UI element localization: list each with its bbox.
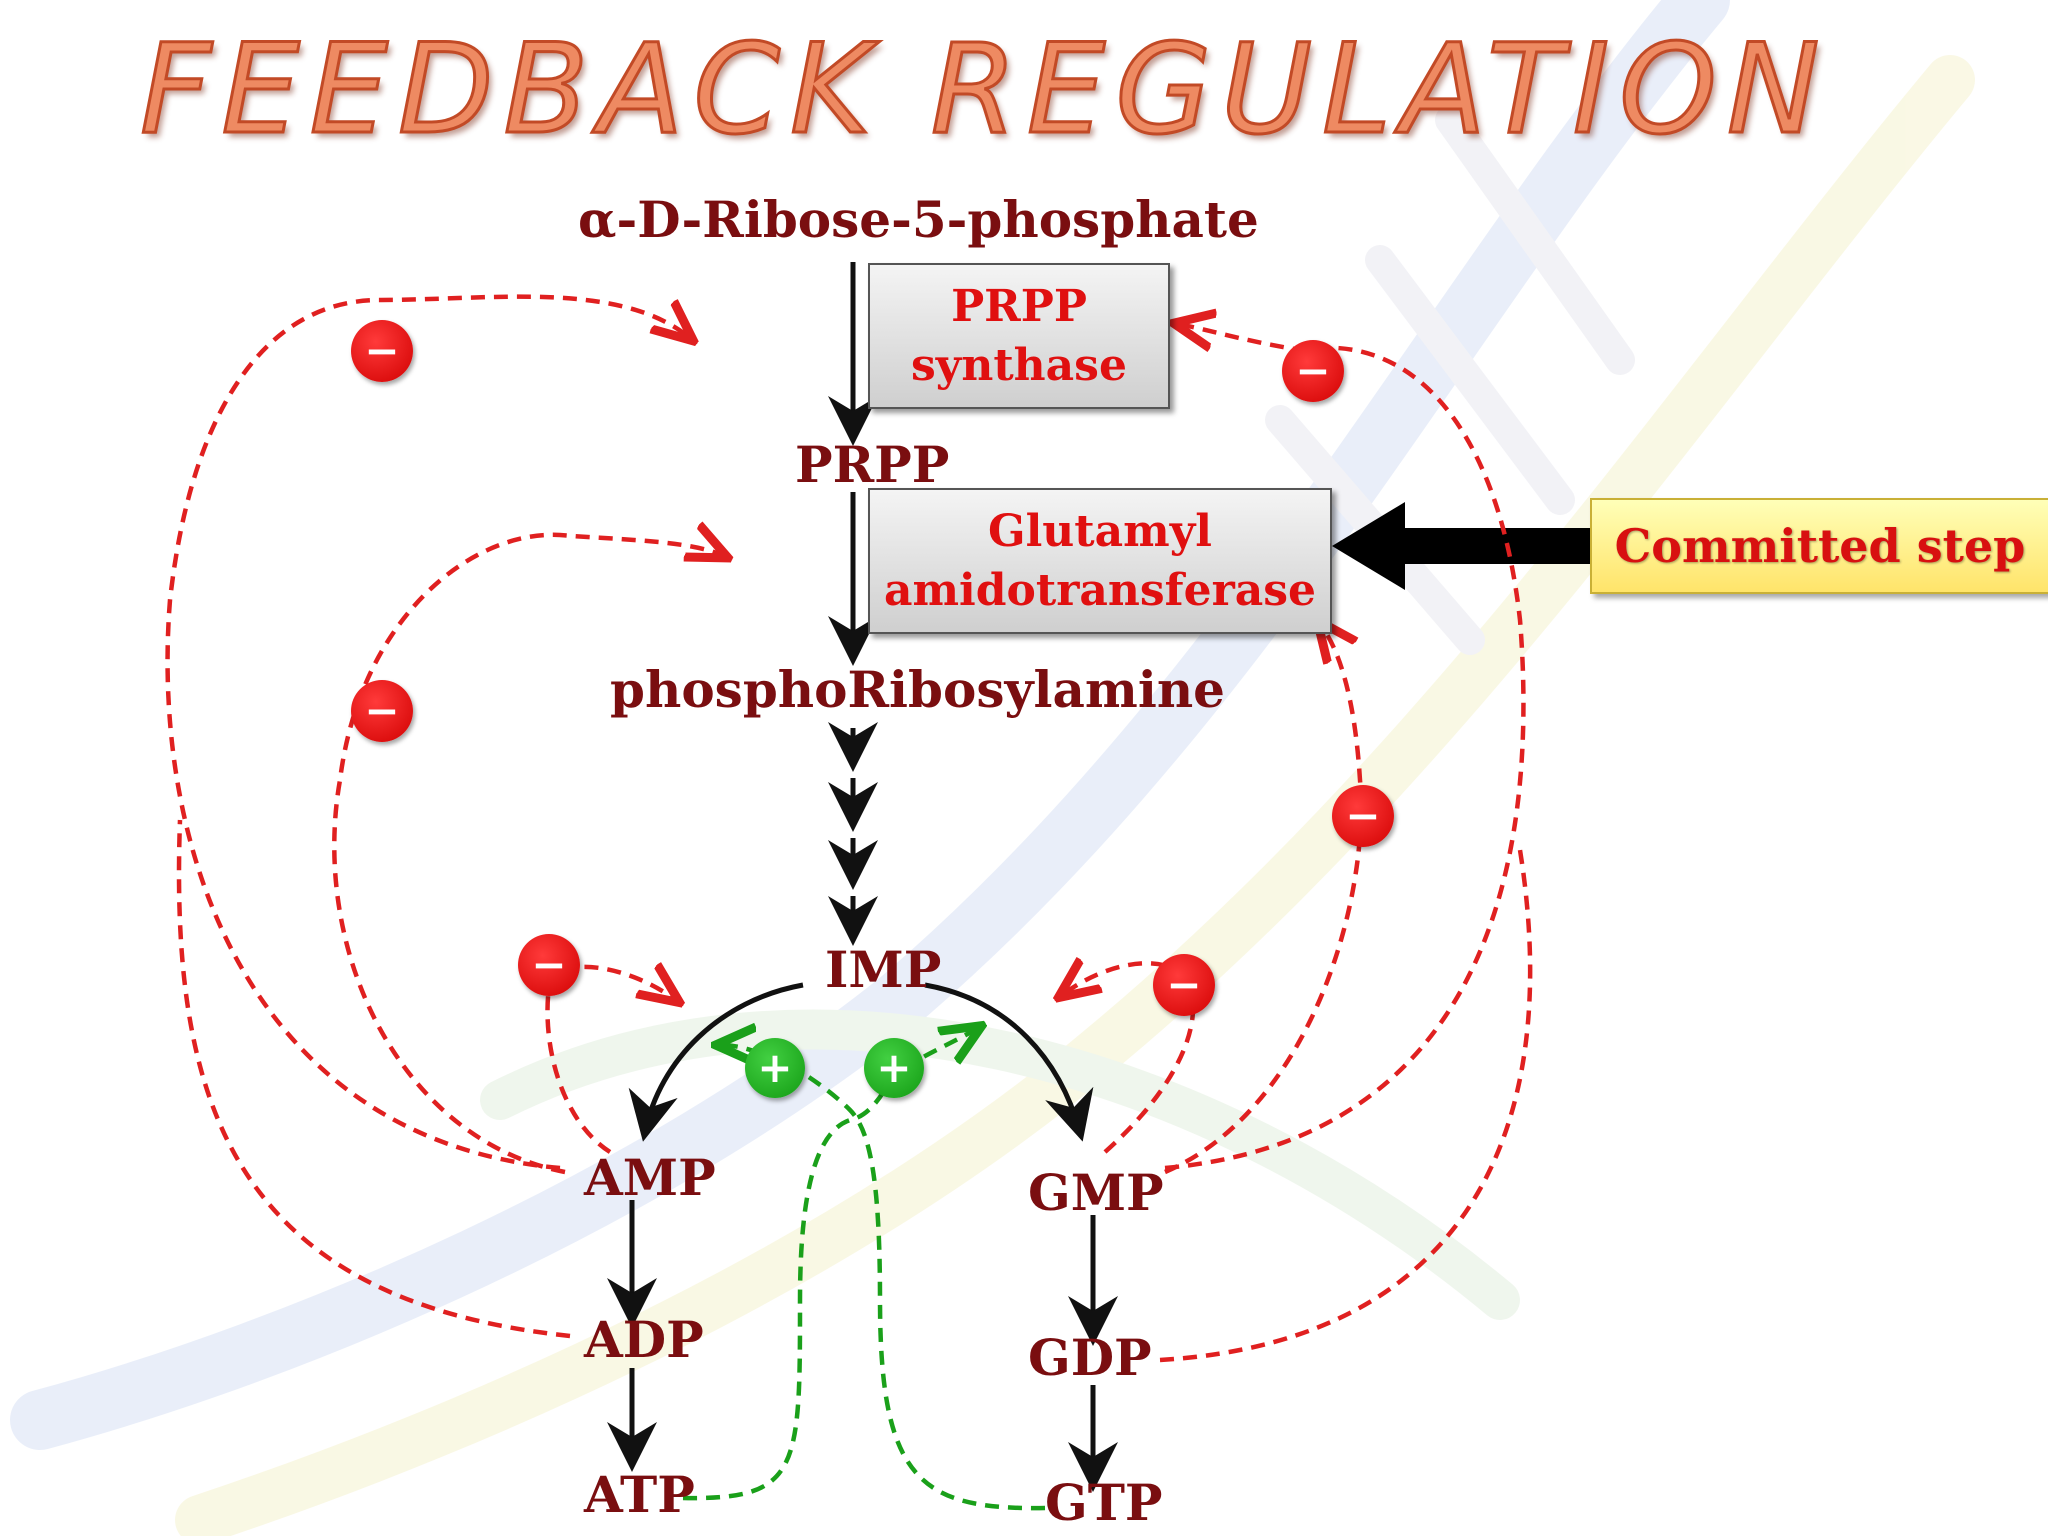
node-prpp: PRPP [795, 435, 950, 494]
loop-gtp-activates-amp [720, 1045, 1046, 1511]
activation-sign-gtp-amp: + [745, 1038, 805, 1098]
node-ribose-5-phosphate: α-D-Ribose-5-phosphate [578, 190, 1259, 249]
loop-amp-prpp-synthase [165, 294, 690, 1171]
node-adp: ADP [584, 1310, 704, 1369]
node-gtp: GTP [1045, 1473, 1163, 1532]
node-phosphoribosylamine: phosphoRibosylamine [610, 660, 1225, 719]
enzyme-prpp-synthase-line2: synthase [911, 340, 1127, 391]
enzyme-glutamyl-line2: amidotransferase [883, 565, 1317, 616]
node-gdp: GDP [1028, 1328, 1152, 1387]
node-gmp: GMP [1028, 1163, 1164, 1222]
loop-adp-left [176, 819, 571, 1339]
inhibition-sign-gmp-imp: − [1153, 954, 1215, 1016]
enzyme-prpp-synthase-line1: PRPP [951, 280, 1087, 332]
node-atp: ATP [584, 1465, 695, 1524]
activation-sign-atp-gmp: + [864, 1038, 924, 1098]
inhibition-sign-amp-glutamyl: − [351, 680, 413, 742]
inhibition-sign-amp-imp: − [518, 934, 580, 996]
inhibition-sign-gmp-glutamyl: − [1332, 785, 1394, 847]
committed-step-arrow [1332, 502, 1590, 590]
node-imp: IMP [825, 940, 942, 999]
enzyme-prpp-synthase: PRPP synthase [868, 263, 1170, 409]
loop-atp-activates-gmp [682, 1028, 978, 1501]
loop-gmp-prpp-synthase [1164, 324, 1526, 1171]
arrow-imp-to-amp [628, 982, 804, 1142]
inhibition-sign-gmp-prpp: − [1282, 340, 1344, 402]
enzyme-glutamyl-line1: Glutamyl [988, 505, 1212, 557]
main-flow-arrows [607, 262, 1118, 1492]
committed-step-label: Committed step [1590, 498, 2048, 594]
loop-gmp-imp [1062, 963, 1196, 1154]
loop-gmp-glutamyl [1164, 624, 1364, 1175]
page-title: FEEDBACK REGULATION [139, 17, 1830, 164]
inhibition-sign-amp-prpp: − [351, 320, 413, 382]
activation-loops [682, 1028, 1046, 1511]
enzyme-glutamyl-amidotransferase: Glutamyl amidotransferase [868, 488, 1332, 634]
loop-gdp-right [1159, 849, 1533, 1363]
arrow-imp-to-gmp [924, 982, 1094, 1142]
node-amp: AMP [584, 1148, 716, 1207]
loop-amp-imp [545, 967, 677, 1154]
